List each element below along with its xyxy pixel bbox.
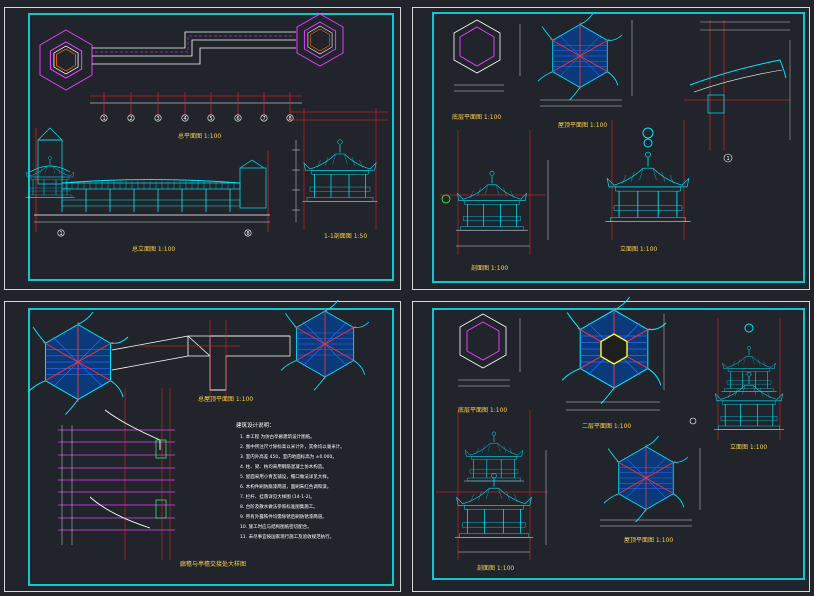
grid-number: 1 xyxy=(103,116,106,122)
sheet1-grid-labels: 1 2 3 4 5 6 7 8 xyxy=(103,116,292,122)
note-item: 4. 柱、梁、枋均采用钢筋混凝土仿木构造。 xyxy=(240,463,327,470)
note-item: 11. 未尽事宜按国家现行施工及验收规范执行。 xyxy=(240,533,334,540)
caption-ground-plan: 底层平面图 1:100 xyxy=(452,113,501,121)
sheet3-roof-plan-drawing xyxy=(27,299,370,415)
grid-number: 5 xyxy=(210,116,213,122)
note-item: 10. 施工时应与结构图纸密切配合。 xyxy=(240,523,312,530)
drawing-sheet-top-left xyxy=(4,7,401,290)
drawing-sheet-top-right xyxy=(412,7,810,290)
note-item: 2. 图中所注尺寸除标高以米计外，其余均以毫米计。 xyxy=(240,443,345,450)
sheet-border-top-left xyxy=(28,13,394,281)
caption-section: 剖面图 1:100 xyxy=(471,264,508,272)
caption-site-elevation: 总立面图 1:100 xyxy=(132,245,175,253)
note-item: 6. 木构件刷防腐漆两道，面刷朱红色调和漆。 xyxy=(240,483,331,490)
design-notes: 建筑设计说明： 1. 本工程 为仿古亭廊建筑设计图纸。 2. 图中所注尺寸除标高… xyxy=(236,421,345,540)
sheet1-plan-drawing xyxy=(39,13,344,122)
caption-site-plan: 总平面图 1:100 xyxy=(178,132,221,140)
caption-section-1-1: 1-1剖面图 1:50 xyxy=(324,232,367,240)
caption-ground-plan-2: 底层平面图 1:100 xyxy=(458,406,507,414)
sheet4-upper-plan-drawing xyxy=(561,296,667,411)
sheet4-section-drawing xyxy=(436,410,548,560)
caption-elevation-2: 立面图 1:100 xyxy=(730,443,767,451)
note-item: 5. 屋面采用小青瓦铺设，檐口做法详见大样。 xyxy=(240,473,331,480)
notes-title: 建筑设计说明： xyxy=(236,421,275,429)
sheet4-plan-drawing xyxy=(458,313,521,387)
caption-eave-joint-detail: 廊檐与亭檐交接处大样图 xyxy=(180,560,246,568)
sheet2-plan-drawing xyxy=(453,19,521,92)
caption-roof-plan: 屋顶平面图 1:100 xyxy=(558,122,607,129)
sheet-border-top-right xyxy=(432,12,805,283)
sheet1-elevation-drawing xyxy=(24,127,270,237)
sheet2-elevation-drawing xyxy=(605,120,691,240)
sheet3-eave-joint-detail xyxy=(58,388,175,560)
note-item: 7. 栏杆、挂落详见大样图 (14-1-2)。 xyxy=(240,493,315,500)
drawing-sheet-bottom-left xyxy=(4,301,401,592)
note-item: 9. 所有外露铁件均需除锈后刷防锈漆两道。 xyxy=(240,513,327,520)
grid-number: 2 xyxy=(130,116,133,122)
grid-number: 8 xyxy=(289,116,292,122)
note-item: 1. 本工程 为仿古亭廊建筑设计图纸。 xyxy=(240,433,315,440)
caption-elevation: 立面图 1:100 xyxy=(620,245,657,253)
caption-section-2: 剖面图 1:100 xyxy=(477,564,514,572)
drawing-sheet-bottom-right xyxy=(412,301,810,592)
caption-total-roof-plan: 总屋顶平面图 1:100 xyxy=(198,395,253,403)
grid-number: 7 xyxy=(263,116,266,122)
sheet1-section-drawing xyxy=(290,108,388,230)
grid-number: 6 xyxy=(237,116,240,122)
sheet2-eave-detail xyxy=(684,20,791,163)
grid-number: 4 xyxy=(184,116,187,122)
sheet4-roof-plan-drawing xyxy=(600,435,701,527)
sheet-border-bottom-left xyxy=(28,308,394,586)
note-item: 3. 室内外高差 450，室内地面标高为 ±0.000。 xyxy=(240,453,337,460)
caption-upper-plan: 二层平面图 1:100 xyxy=(582,423,631,430)
grid-callout-start: 1 xyxy=(60,231,63,237)
sheet2-section-drawing xyxy=(440,130,549,255)
sheet4-elevation-drawing xyxy=(689,318,785,440)
grid-callout-end: 8 xyxy=(247,231,250,237)
sheet2-roof-plan-drawing xyxy=(537,13,633,107)
sheet-border-bottom-right xyxy=(432,308,805,580)
note-item: 8. 台阶及散水做法参照标准图集施工。 xyxy=(240,503,318,510)
detail-callout: 1 xyxy=(727,156,730,162)
caption-roof-plan-2: 屋顶平面图 1:100 xyxy=(624,537,673,544)
grid-number: 3 xyxy=(157,116,160,122)
